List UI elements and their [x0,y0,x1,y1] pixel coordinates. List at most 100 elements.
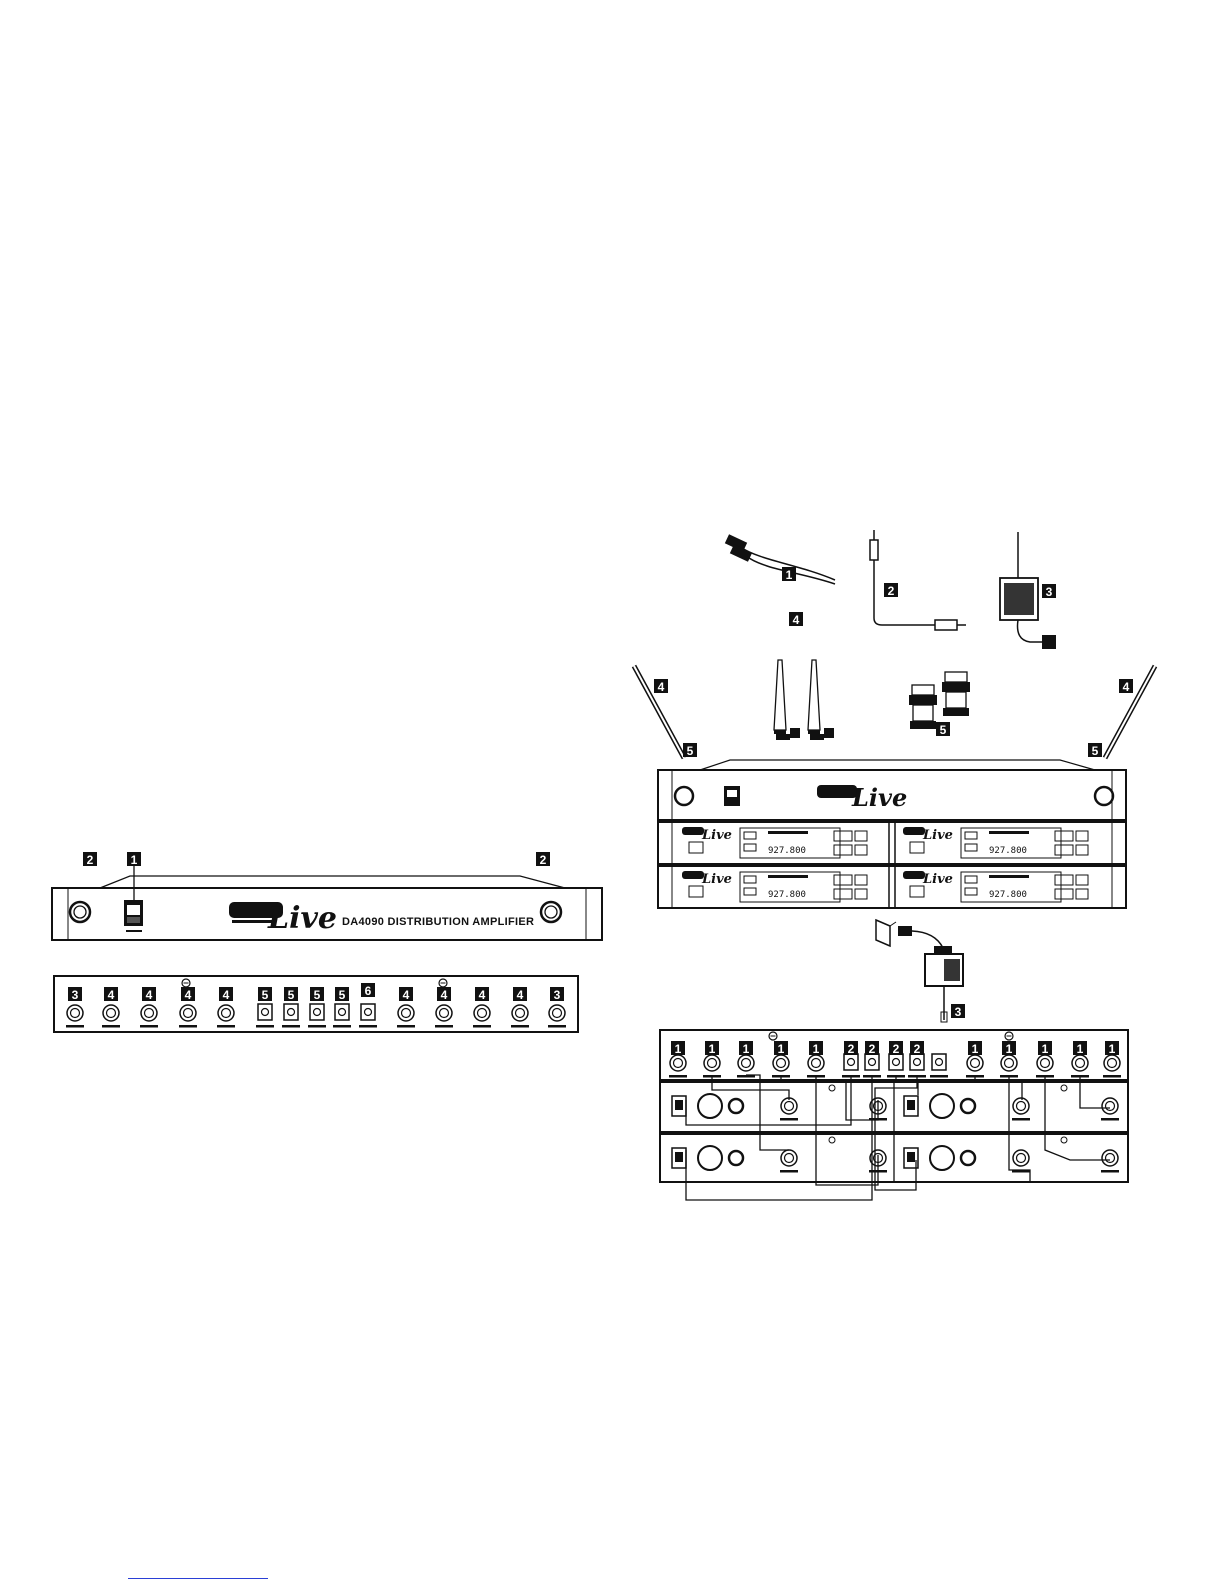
svg-text:1: 1 [813,1042,820,1056]
da4090-front-panel: Live DA4090 DISTRIBUTION AMPLIFIER [52,866,602,940]
svg-text:3: 3 [1046,585,1053,599]
svg-text:1: 1 [786,568,793,582]
svg-text:4: 4 [108,988,115,1002]
svg-text:Live: Live [701,828,732,843]
callout-badge: 1 [671,1041,685,1056]
callout-badge: 4 [181,987,195,1002]
svg-text:Live: Live [922,872,953,887]
svg-text:5: 5 [262,988,269,1002]
callout-badge: 4 [475,987,489,1002]
svg-text:2: 2 [914,1042,921,1056]
bnc-bulkhead-adapters-illustration [909,672,970,729]
callout-badge: 2 [83,852,97,867]
svg-text:4: 4 [223,988,230,1002]
svg-text:Live: Live [922,828,953,843]
svg-text:927.800: 927.800 [989,890,1027,900]
svg-text:1: 1 [743,1042,750,1056]
svg-text:1: 1 [778,1042,785,1056]
footer-link-underline [128,1578,268,1579]
callout-badge: 3 [951,1004,965,1019]
callout-badge: 1 [705,1041,719,1056]
callout-badge: 3 [1042,584,1056,599]
callout-badge: 1 [782,567,796,582]
callout-badge: 1 [774,1041,788,1056]
svg-text:5: 5 [687,744,694,758]
callout-badge: 2 [910,1041,924,1056]
callout-badge: 5 [1088,743,1102,758]
svg-text:2: 2 [893,1042,900,1056]
da4090-rear-panel [54,976,578,1032]
svg-text:1: 1 [131,853,138,867]
svg-text:927.800: 927.800 [768,846,806,856]
bnc-cable-illustration [725,534,835,584]
callout-badge: 4 [104,987,118,1002]
svg-text:1: 1 [1077,1042,1084,1056]
svg-text:1: 1 [972,1042,979,1056]
rack-distribution-amp-front: Live [658,760,1126,820]
callout-badge: 1 [1002,1041,1016,1056]
svg-text:2: 2 [540,853,547,867]
svg-text:4: 4 [1123,680,1130,694]
callout-badge: 5 [936,722,950,737]
svg-text:6: 6 [365,984,372,998]
svg-text:2: 2 [848,1042,855,1056]
callout-badge: 1 [739,1041,753,1056]
svg-text:1: 1 [1006,1042,1013,1056]
callout-badge: 4 [399,987,413,1002]
svg-text:5: 5 [314,988,321,1002]
svg-text:1: 1 [675,1042,682,1056]
callout-badge: 4 [1119,679,1133,694]
svg-text:Live: Live [701,872,732,887]
callout-badge: 1 [1105,1041,1119,1056]
svg-text:Live: Live [851,783,907,812]
svg-text:Live: Live [267,901,337,936]
svg-text:1: 1 [1042,1042,1049,1056]
svg-text:4: 4 [403,988,410,1002]
callout-badge: 5 [284,987,298,1002]
callout-badge: 1 [968,1041,982,1056]
antenna-pair-illustration [774,660,834,740]
svg-text:4: 4 [658,680,665,694]
callout-badge: 2 [844,1041,858,1056]
svg-text:5: 5 [940,723,947,737]
callout-badge: 2 [884,583,898,598]
svg-text:4: 4 [146,988,153,1002]
callout-badge: 5 [310,987,324,1002]
svg-text:4: 4 [185,988,192,1002]
callout-badge: 6 [361,983,375,998]
svg-text:3: 3 [72,988,79,1002]
svg-text:1: 1 [1109,1042,1116,1056]
svg-text:2: 2 [888,584,895,598]
callout-badge: 1 [809,1041,823,1056]
svg-text:927.800: 927.800 [768,890,806,900]
callout-badge: 1 [127,852,141,867]
callout-badge: 2 [889,1041,903,1056]
svg-text:5: 5 [288,988,295,1002]
callout-badge: 5 [258,987,272,1002]
callout-badge: 4 [219,987,233,1002]
callout-badge: 1 [1038,1041,1052,1056]
svg-text:1: 1 [709,1042,716,1056]
callout-badge: 4 [513,987,527,1002]
callout-badge: 4 [142,987,156,1002]
svg-text:3: 3 [554,988,561,1002]
rack-antennas [634,666,1155,758]
callout-badge: 3 [550,987,564,1002]
wall-outlet-and-adapter [876,920,963,1022]
callout-badge: 1 [1073,1041,1087,1056]
callout-badge: 4 [654,679,668,694]
svg-text:5: 5 [339,988,346,1002]
svg-text:927.800: 927.800 [989,846,1027,856]
callout-badge: 3 [68,987,82,1002]
callout-badge: 2 [536,852,550,867]
svg-text:3: 3 [955,1005,962,1019]
svg-text:4: 4 [517,988,524,1002]
svg-text:4: 4 [479,988,486,1002]
svg-text:2: 2 [87,853,94,867]
svg-text:4: 4 [793,613,800,627]
callout-badge: 4 [789,612,803,627]
callout-badge: 2 [865,1041,879,1056]
svg-text:5: 5 [1092,744,1099,758]
callout-badge: 5 [335,987,349,1002]
